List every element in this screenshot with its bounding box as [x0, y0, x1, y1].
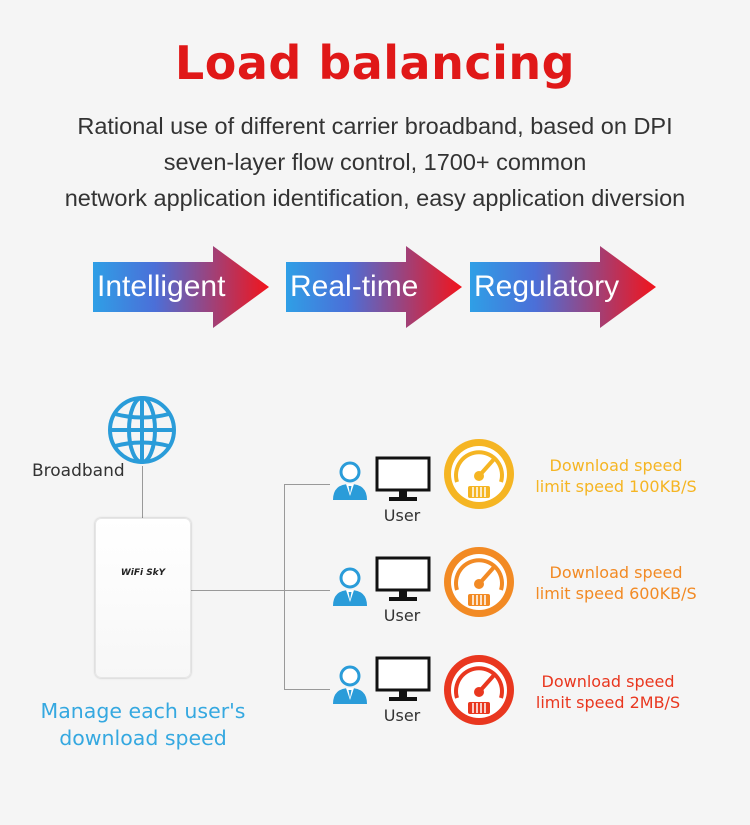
description-line: Rational use of different carrier broadb… — [77, 113, 673, 139]
monitor-icon — [375, 656, 431, 701]
user-label: User — [383, 706, 421, 725]
page-title: Load balancing — [174, 36, 576, 90]
feature-label: Intelligent — [97, 270, 226, 303]
connector-line — [142, 466, 143, 518]
user-label: User — [383, 506, 421, 525]
user-person-icon — [333, 665, 367, 704]
user-label: User — [383, 606, 421, 625]
feature-arrow-intelligent: Intelligent — [93, 246, 273, 328]
speedometer-icon — [444, 439, 514, 509]
speed-limit-text: Download speed limit speed 2MB/S — [535, 672, 681, 712]
monitor-icon — [375, 556, 431, 601]
router-device: WiFi SkY — [95, 518, 191, 678]
feature-label: Regulatory — [474, 270, 620, 303]
feature-arrow-real-time: Real-time — [286, 246, 466, 328]
connector-line — [284, 484, 285, 689]
connector-line — [191, 590, 284, 591]
arrow-right-icon — [286, 246, 462, 328]
connector-line — [284, 590, 330, 591]
speed-limit-text: Download speed limit speed 100KB/S — [535, 456, 697, 496]
arrow-right-icon — [93, 246, 269, 328]
description: Rational use of different carrier broadb… — [30, 108, 720, 216]
description-line: network application identification, easy… — [64, 185, 686, 211]
user-person-icon — [333, 567, 367, 606]
manage-text: Manage each user's download speed — [40, 699, 246, 750]
user-person-icon — [333, 461, 367, 500]
arrow-right-icon — [470, 246, 656, 328]
speedometer-icon — [444, 547, 514, 617]
broadband-label: Broadband — [32, 461, 125, 481]
connector-line — [284, 484, 330, 485]
connector-line — [284, 689, 330, 690]
speed-limit-text: Download speed limit speed 600KB/S — [535, 563, 697, 603]
feature-arrow-regulatory: Regulatory — [470, 246, 656, 328]
router-brand: WiFi SkY — [120, 568, 166, 578]
feature-label: Real-time — [290, 270, 419, 303]
monitor-icon — [375, 456, 431, 501]
globe-icon — [108, 396, 176, 464]
speedometer-icon — [444, 655, 514, 725]
description-line: seven-layer flow control, 1700+ common — [163, 149, 587, 175]
